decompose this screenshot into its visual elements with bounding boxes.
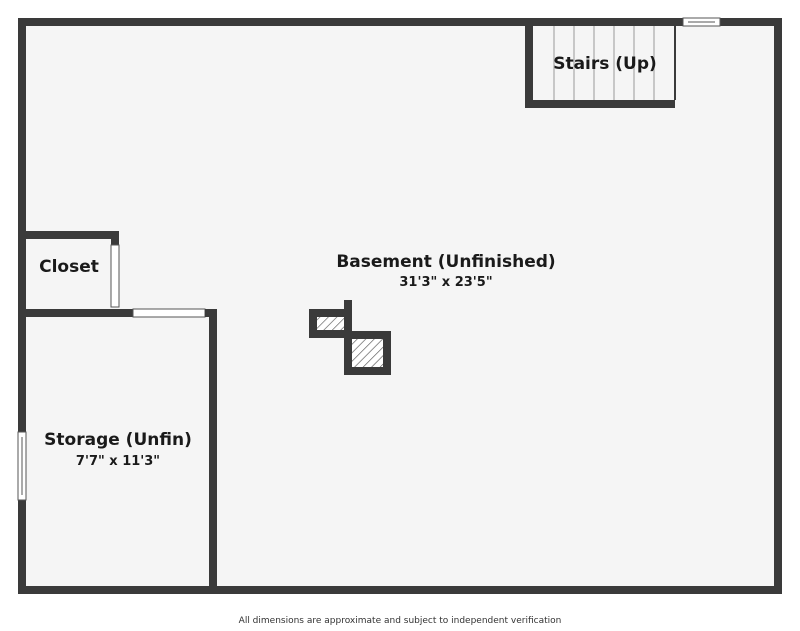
window-left: [17, 431, 27, 501]
disclaimer: All dimensions are approximate and subje…: [238, 616, 562, 626]
exterior-walls: [18, 18, 782, 594]
closet-walls: [18, 231, 133, 317]
stairs: [525, 18, 676, 108]
closet-label: Closet: [39, 257, 99, 277]
window-top: [682, 17, 721, 27]
basement-label: Basement (Unfinished): [336, 252, 556, 272]
stairs-label: Stairs (Up): [553, 54, 657, 74]
storage-dimensions: 7'7" x 11'3": [75, 454, 161, 469]
basement-dimensions: 31'3" x 23'5": [399, 275, 493, 290]
storage-walls: [132, 308, 217, 594]
chimney: [309, 300, 391, 375]
storage-label: Storage (Unfin): [44, 430, 192, 450]
